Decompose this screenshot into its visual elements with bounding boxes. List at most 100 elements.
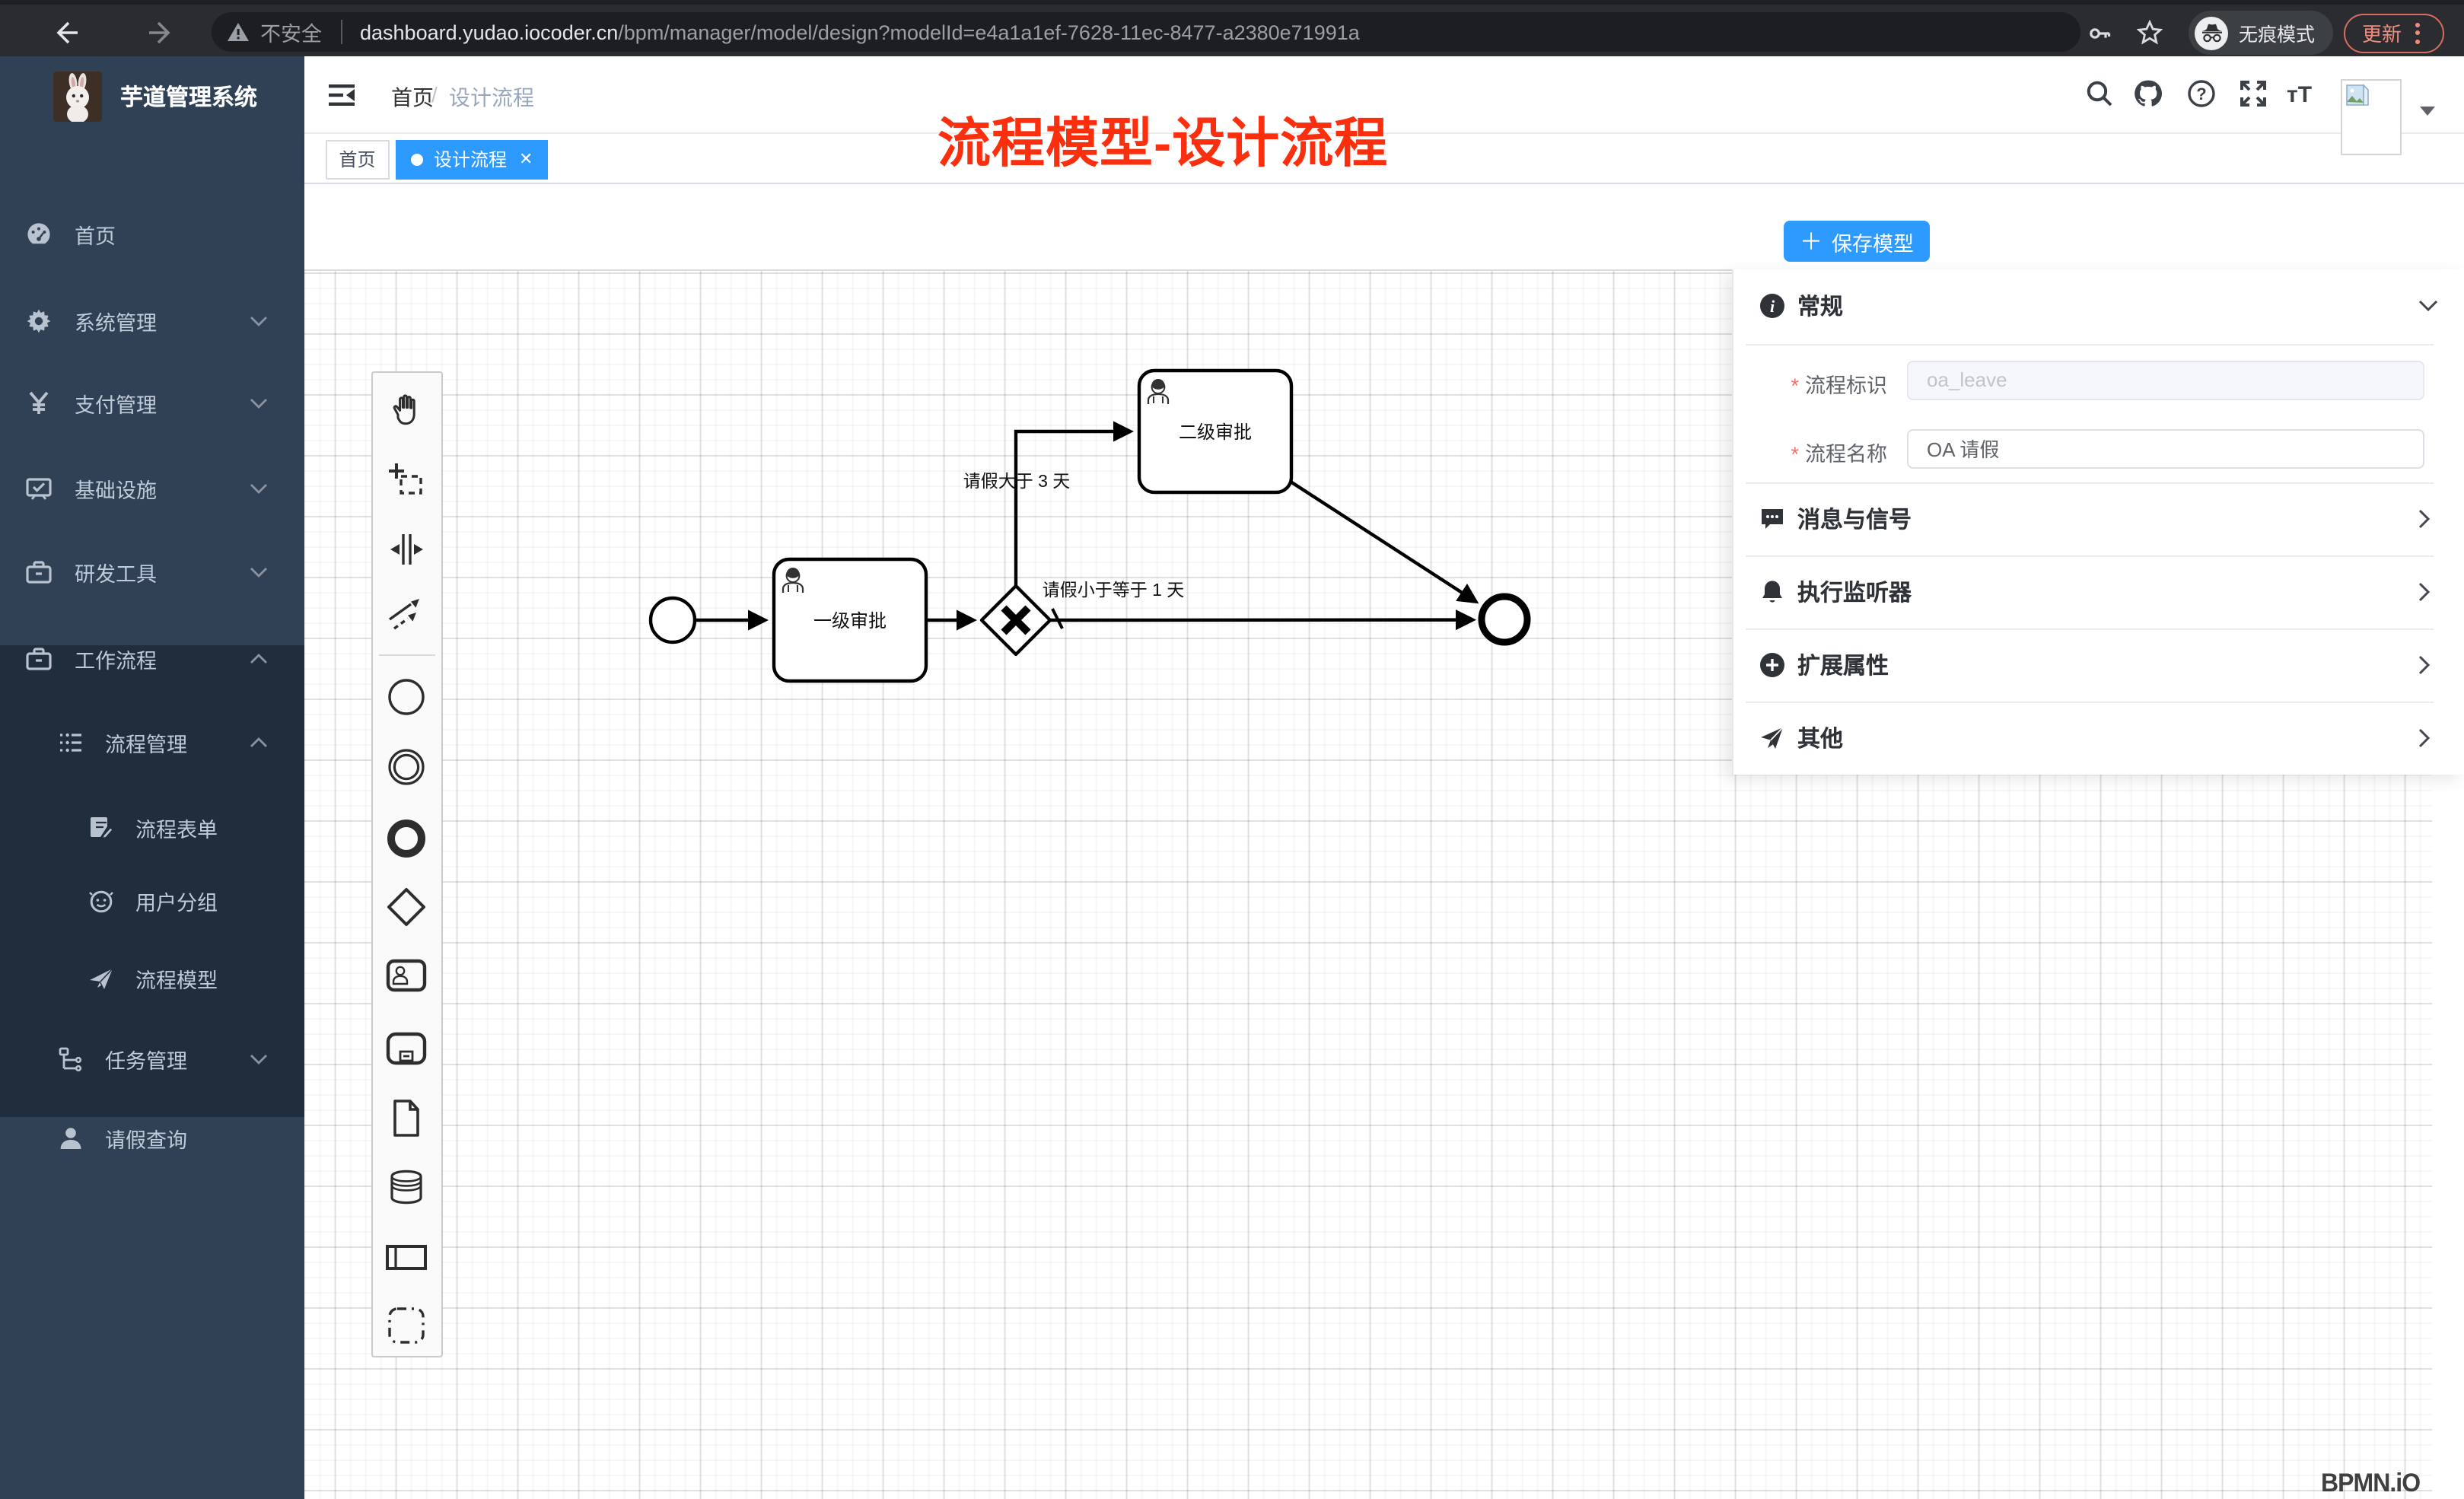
bell-icon	[1762, 580, 1782, 602]
password-key-icon[interactable]	[2088, 21, 2112, 46]
tags-view-bar: 首页 设计流程 ✕	[304, 133, 2464, 183]
annotation-title: 流程模型-设计流程	[938, 114, 1389, 173]
sidebar-item-process-form[interactable]: 流程表单	[0, 797, 304, 858]
divider	[1746, 702, 2434, 703]
lasso-tool-icon[interactable]	[385, 459, 428, 501]
search-icon[interactable]	[2084, 79, 2113, 108]
hand-tool-icon[interactable]	[385, 389, 428, 431]
sidebar: 芋道管理系统 首页 系统管理 支付管理 基础设施 研发工具 工作	[0, 56, 304, 1499]
process-key-input[interactable]	[1907, 360, 2424, 399]
section-execution-listener[interactable]: 执行监听器	[1733, 555, 2464, 628]
create-user-task-icon[interactable]	[385, 954, 428, 997]
back-icon[interactable]	[52, 18, 81, 47]
avatar[interactable]	[2341, 78, 2402, 154]
chevron-down-icon	[2418, 299, 2438, 311]
sidebar-item-infra[interactable]: 基础设施	[0, 458, 304, 519]
end-event[interactable]	[1477, 592, 1530, 645]
start-event[interactable]	[648, 595, 696, 644]
github-icon[interactable]	[2133, 79, 2162, 108]
create-intermediate-event-icon[interactable]	[385, 745, 428, 788]
create-gateway-icon[interactable]	[385, 886, 428, 928]
create-subprocess-icon[interactable]	[385, 1026, 428, 1069]
browser-menu-icon[interactable]	[2415, 22, 2421, 43]
sidebar-item-workflow[interactable]: 工作流程	[0, 629, 304, 689]
active-tab-dot	[411, 153, 423, 166]
close-tab-icon[interactable]: ✕	[519, 151, 533, 170]
tab-home[interactable]: 首页	[325, 140, 390, 179]
chevron-down-icon	[250, 1054, 267, 1064]
sidebar-item-home[interactable]: 首页	[0, 204, 304, 265]
sidebar-item-pay[interactable]: 支付管理	[0, 373, 304, 434]
sidebar-item-process-model[interactable]: 流程模型	[0, 948, 304, 1009]
divider	[1746, 555, 2434, 556]
sidebar-item-task-mgmt[interactable]: 任务管理	[0, 1028, 304, 1089]
sidebar-item-system[interactable]: 系统管理	[0, 290, 304, 351]
svg-text:i: i	[1770, 296, 1775, 315]
incognito-label: 无痕模式	[2239, 24, 2316, 46]
list-tree-icon	[60, 732, 81, 752]
avatar-caret-icon[interactable]	[2419, 107, 2434, 116]
chevron-right-icon	[2418, 581, 2431, 601]
tab-design-process[interactable]: 设计流程 ✕	[396, 140, 548, 179]
security-label[interactable]: 不安全	[260, 23, 322, 46]
process-name-input[interactable]	[1907, 428, 2424, 468]
sidebar-item-devtools[interactable]: 研发工具	[0, 541, 304, 602]
divider	[1746, 482, 2434, 483]
section-other[interactable]: 其他	[1733, 702, 2464, 775]
create-data-store-icon[interactable]	[385, 1166, 428, 1208]
section-general[interactable]: i 常规	[1733, 269, 2464, 342]
incognito-badge: 无痕模式	[2189, 11, 2333, 55]
task-second-approval[interactable]: 二级审批	[1136, 368, 1293, 494]
app-title: 芋道管理系统	[120, 85, 258, 111]
user-task-icon	[1146, 378, 1169, 403]
address-bar[interactable]: 不安全 dashboard.yudao.iocoder.cn/bpm/manag…	[212, 12, 2080, 52]
url-text[interactable]: dashboard.yudao.iocoder.cn/bpm/manager/m…	[360, 21, 1360, 43]
breadcrumb-home[interactable]: 首页	[391, 85, 434, 110]
edge-label-le1: 请假小于等于 1 天	[1042, 579, 1184, 599]
sidebar-toggle-icon[interactable]	[328, 84, 354, 107]
person-icon	[60, 1128, 81, 1149]
chevron-down-icon	[250, 316, 267, 326]
sidebar-item-process-mgmt[interactable]: 流程管理	[0, 711, 304, 772]
create-start-event-icon[interactable]	[385, 675, 428, 718]
svg-text:?: ?	[2195, 84, 2205, 103]
plus-circle-icon	[1760, 652, 1784, 677]
sidebar-item-user-group[interactable]: 用户分组	[0, 870, 304, 931]
app-logo[interactable]	[53, 71, 101, 121]
toolbox-icon	[26, 648, 52, 670]
section-extended-attrs[interactable]: 扩展属性	[1733, 629, 2464, 702]
chevron-right-icon	[2418, 728, 2431, 748]
task-first-approval[interactable]: 一级审批	[771, 556, 928, 683]
create-group-icon[interactable]	[385, 1304, 428, 1347]
divider	[1746, 343, 2434, 345]
section-message-signal[interactable]: 消息与信号	[1733, 482, 2464, 555]
exclusive-gateway[interactable]	[979, 583, 1052, 656]
chevron-right-icon	[2418, 508, 2431, 528]
help-icon[interactable]: ?	[2186, 79, 2215, 108]
flow-task2-to-end[interactable]	[1288, 479, 1479, 603]
breadcrumb-current: 设计流程	[449, 85, 534, 110]
fullscreen-icon[interactable]	[2238, 79, 2267, 108]
save-model-button[interactable]: ＋保存模型	[1784, 221, 1930, 262]
font-size-icon[interactable]: ᴛT	[2287, 82, 2313, 108]
flow-gateway-to-task2[interactable]	[1013, 420, 1134, 585]
forward-icon[interactable]	[146, 18, 175, 47]
chevron-right-icon	[2418, 655, 2431, 674]
bpmn-diagram[interactable]: 一级审批 二级审批	[304, 270, 2431, 1499]
space-tool-icon[interactable]	[385, 527, 428, 570]
yen-icon	[29, 391, 49, 414]
global-connect-tool-icon[interactable]	[385, 593, 428, 635]
create-participant-icon[interactable]	[385, 1236, 428, 1278]
form-edit-icon	[91, 816, 113, 839]
send-icon	[1761, 727, 1784, 749]
create-end-event-icon[interactable]	[385, 816, 428, 859]
dashboard-icon	[27, 223, 50, 244]
comment-icon	[1762, 508, 1783, 528]
sidebar-item-leave-query[interactable]: 请假查询	[0, 1108, 304, 1169]
bookmark-star-icon[interactable]	[2137, 20, 2163, 46]
browser-update-button[interactable]: 更新	[2344, 13, 2444, 53]
create-data-object-icon[interactable]	[385, 1096, 428, 1139]
bpmn-io-watermark[interactable]: BPMN.iO	[2320, 1468, 2420, 1499]
page-header: 首页 / 设计流程 ? ᴛT	[304, 56, 2464, 154]
address-divider	[340, 20, 342, 44]
